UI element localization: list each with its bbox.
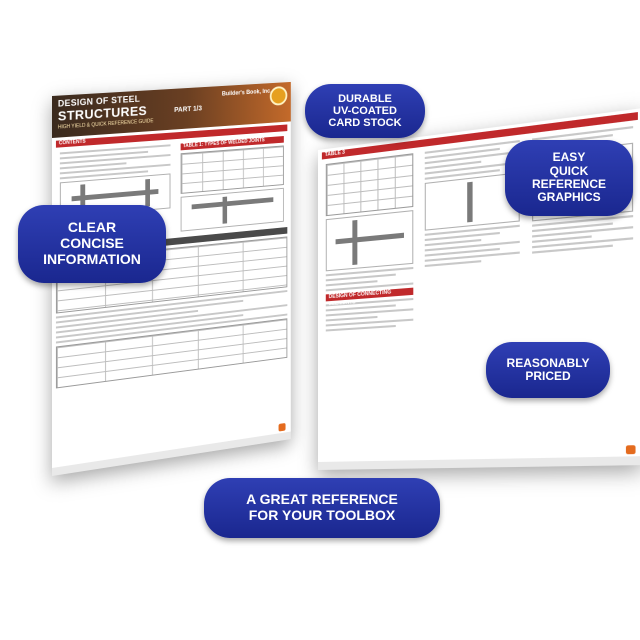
callout-line: CLEAR: [43, 220, 141, 236]
text-block: [532, 215, 633, 254]
callout-line: PRICED: [507, 370, 590, 383]
weld-table: [180, 145, 284, 193]
callout-line: QUICK: [532, 165, 606, 178]
callout-line: REFERENCE: [532, 178, 606, 191]
callout-line: INFORMATION: [43, 252, 141, 268]
weld-diagram: [180, 188, 284, 232]
connection-diagram: [326, 210, 414, 271]
data-table: [326, 153, 414, 216]
callout-clear: CLEAR CONCISE INFORMATION: [18, 205, 166, 283]
callout-line: GRAPHICS: [532, 191, 606, 204]
page-marker-icon: [279, 423, 286, 432]
card-footer: [52, 432, 291, 476]
callout-line: A GREAT REFERENCE: [246, 492, 398, 508]
callout-line: DURABLE: [328, 93, 401, 105]
callout-line: CONCISE: [43, 236, 141, 252]
callout-line: CARD STOCK: [328, 117, 401, 129]
callout-toolbox: A GREAT REFERENCE FOR YOUR TOOLBOX: [204, 478, 440, 538]
callout-priced: REASONABLY PRICED: [486, 342, 610, 398]
callout-line: FOR YOUR TOOLBOX: [246, 508, 398, 524]
callout-line: REASONABLY: [507, 357, 590, 370]
callout-line: EASY: [532, 151, 606, 164]
callout-line: UV-COATED: [328, 105, 401, 117]
page-marker-icon: [626, 445, 636, 454]
callout-durable: DURABLE UV-COATED CARD STOCK: [305, 84, 425, 138]
text-block: [425, 225, 519, 267]
card-footer: [318, 456, 640, 470]
callout-easy: EASY QUICK REFERENCE GRAPHICS: [505, 140, 633, 216]
